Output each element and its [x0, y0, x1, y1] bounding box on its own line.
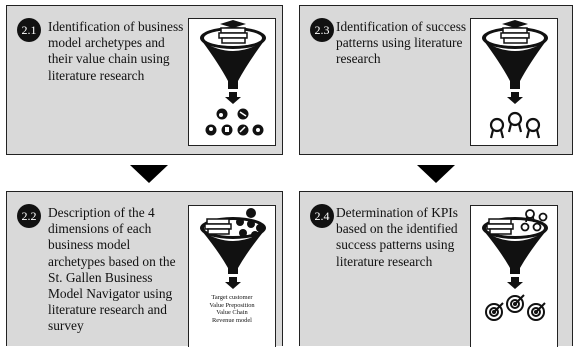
- illustration-box: Target customer Value Preposition Value …: [188, 205, 276, 347]
- step-description: Determination of KPIs based on the ident…: [336, 205, 458, 270]
- step-2-1-panel: 2.1 Identification of business model arc…: [6, 5, 283, 155]
- step-description-line: Determination of KPIs: [336, 205, 458, 220]
- funnel-with-books-icon: [482, 209, 548, 321]
- step-description-line: success patterns using: [336, 237, 455, 253]
- step-description-line: Description of the 4: [48, 205, 155, 220]
- step-description-line: Identification of business: [48, 19, 184, 34]
- step-description-line: Identification of success: [336, 19, 467, 34]
- step-2-4-panel: 2.4 Determination of KPIs based on the i…: [299, 191, 573, 347]
- dimension-label: Target customer: [211, 294, 253, 301]
- illustration-box: [188, 18, 276, 146]
- dimensions-list: Target customer Value Preposition Value …: [189, 294, 275, 324]
- step-description-line: literature research and: [48, 302, 167, 318]
- down-arrow-icon: [417, 165, 455, 183]
- step-description-line: based on the identified: [336, 221, 458, 237]
- funnel-with-books-icon: [482, 20, 548, 139]
- funnel-with-books-icon: [200, 208, 266, 289]
- step-description-line: business model: [48, 237, 131, 253]
- step-description-line: literature research: [336, 253, 433, 269]
- step-description: Description of the 4 dimensions of each …: [48, 205, 176, 335]
- step-description-line: patterns using literature: [336, 35, 463, 51]
- step-description-line: archetypes based on the: [48, 253, 176, 269]
- step-description-line: literature research: [48, 67, 145, 83]
- step-description-line: dimensions of each: [48, 221, 152, 237]
- illustration-box: [470, 205, 558, 347]
- step-description-line: their value chain using: [48, 51, 170, 67]
- dimension-label: Revenue model: [212, 316, 252, 324]
- step-description: Identification of business model archety…: [48, 19, 183, 84]
- step-description-line: model archetypes and: [48, 35, 165, 51]
- dimension-label: Value Chain: [216, 309, 248, 317]
- step-description-line: survey: [48, 318, 84, 334]
- illustration-box: [470, 18, 558, 146]
- business-model-icons: [205, 108, 264, 136]
- step-number-badge: 2.4: [310, 204, 334, 228]
- step-description: Identification of success patterns using…: [336, 19, 466, 68]
- step-number-badge: 2.1: [17, 18, 41, 42]
- down-arrow-icon: [130, 165, 168, 183]
- step-2-3-panel: 2.3 Identification of success patterns u…: [299, 5, 573, 155]
- step-description-line: research: [336, 51, 381, 67]
- dimension-label: Value Preposition: [209, 301, 255, 309]
- target-icons: [485, 294, 546, 321]
- step-2-2-panel: 2.2 Description of the 4 dimensions of e…: [6, 191, 283, 347]
- step-number-badge: 2.2: [17, 204, 41, 228]
- step-description-line: St. Gallen Business: [48, 269, 153, 285]
- step-description-line: Model Navigator using: [48, 286, 173, 302]
- step-number-badge: 2.3: [310, 18, 334, 42]
- funnel-with-books-icon: [200, 20, 266, 136]
- award-ribbon-icons: [489, 111, 541, 139]
